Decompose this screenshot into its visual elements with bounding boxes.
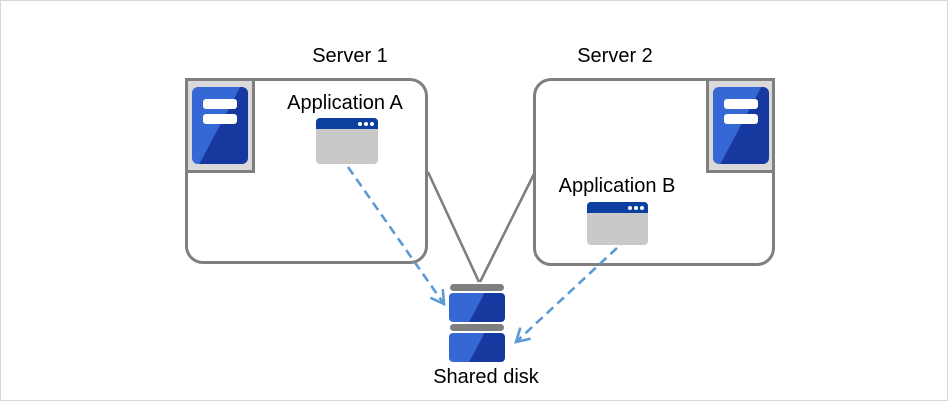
server-slot-bar: [723, 99, 758, 109]
connector-server2-to-disk: [478, 173, 536, 283]
titlebar-dot: [634, 205, 638, 210]
server-slot-bar: [203, 99, 237, 109]
disk-cap: [450, 324, 504, 331]
connector-server1-to-disk: [426, 171, 481, 283]
server-tower-body: [192, 87, 248, 164]
disk-stack-icon: [449, 284, 505, 362]
disk-platter: [449, 333, 505, 362]
titlebar-dot: [640, 205, 644, 210]
titlebar-dot: [364, 121, 368, 126]
titlebar-dot: [370, 121, 374, 126]
app-window-titlebar: [587, 202, 648, 213]
server-tower-body: [712, 87, 769, 164]
app-window-icon: [587, 202, 648, 245]
titlebar-dot: [358, 121, 362, 126]
shared-disk-label: Shared disk: [433, 366, 539, 388]
disk-cap: [450, 284, 504, 291]
disk-platter: [449, 293, 505, 322]
server-slot-bar: [723, 114, 758, 124]
server-tower-icon: [185, 78, 255, 173]
titlebar-dot: [628, 205, 632, 210]
server-slot-bar: [203, 114, 237, 124]
application-b-label: Application B: [558, 175, 676, 197]
application-a-label: Application A: [287, 92, 403, 114]
app-window-titlebar: [316, 118, 378, 129]
server2-title: Server 2: [577, 45, 653, 67]
server-tower-icon: [706, 78, 775, 173]
app-window-icon: [316, 118, 378, 164]
server1-title: Server 1: [312, 45, 388, 67]
